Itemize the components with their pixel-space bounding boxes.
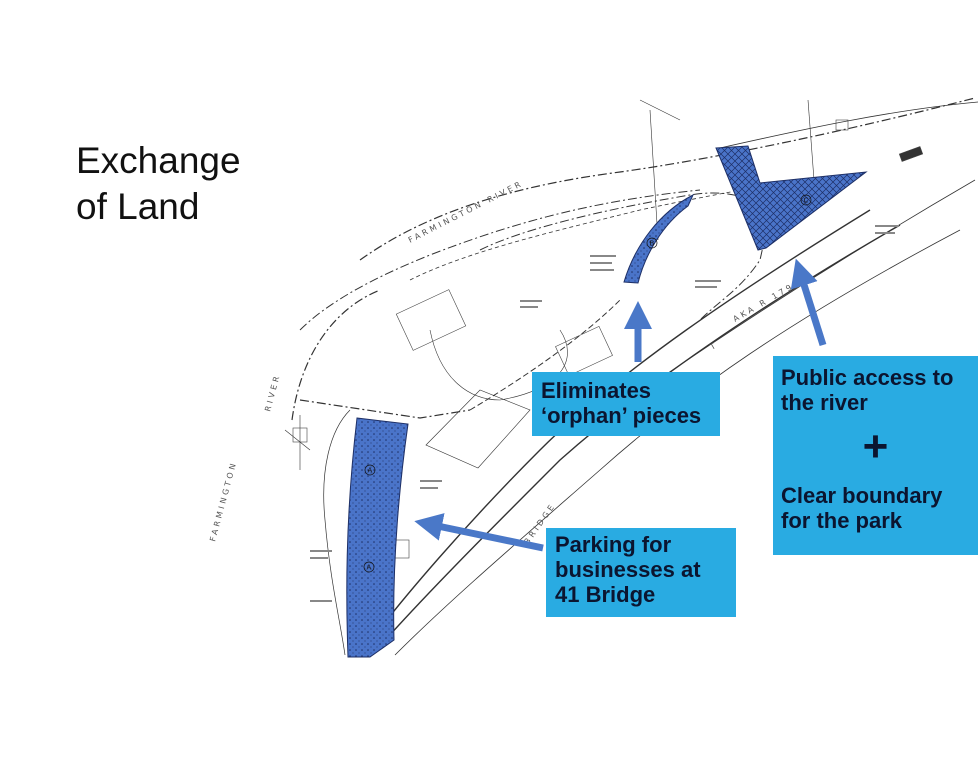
label-street: T: [708, 340, 720, 352]
callout-parking-line-3: 41 Bridge: [555, 582, 656, 607]
callout-river-access: Public access to the river + Clear bound…: [773, 356, 978, 555]
parcel-letter-a1: A: [368, 467, 373, 475]
callout-river-line-2: the river: [781, 390, 868, 415]
parcel-letter-a2: A: [367, 564, 372, 572]
label-farmington-river-north: FARMINGTON RIVER: [407, 179, 525, 245]
lot-annotations: [292, 119, 924, 559]
title-line-1: Exchange: [76, 140, 241, 181]
label-road: AKA R 179: [732, 281, 796, 323]
parcel-a: [346, 417, 409, 658]
callout-river-line-4: for the park: [781, 508, 903, 533]
parcel-letter-c: C: [804, 197, 809, 205]
callout-parking: Parking for businesses at 41 Bridge: [546, 528, 736, 617]
parcel-c: [715, 145, 868, 251]
callout-parking-line-2: businesses at: [555, 557, 701, 582]
title-line-2: of Land: [76, 186, 200, 227]
callout-parking-line-1: Parking for: [555, 532, 672, 557]
callout-orphan-line-1: Eliminates: [541, 378, 652, 403]
callout-river-line-1: Public access to: [781, 365, 954, 390]
parcel-letter-b: B: [650, 240, 655, 248]
label-farmington-west: FARMINGTON: [208, 460, 238, 543]
callout-orphan-line-2: ‘orphan’ pieces: [541, 403, 702, 428]
parcel-letter-markers: A A B C: [363, 194, 812, 573]
page-title: Exchange of Land: [76, 138, 241, 230]
callout-orphan-pieces: Eliminates ‘orphan’ pieces: [532, 372, 720, 436]
arrows: [414, 258, 827, 552]
boundary-lines: [284, 97, 979, 656]
arrow-to-parcel-c: [790, 258, 827, 347]
arrow-to-parcel-a: [414, 513, 544, 552]
label-river-west: RIVER: [263, 373, 282, 413]
parcel-b: [623, 193, 695, 284]
plus-icon: +: [862, 422, 889, 471]
callout-river-line-3: Clear boundary: [781, 483, 943, 508]
